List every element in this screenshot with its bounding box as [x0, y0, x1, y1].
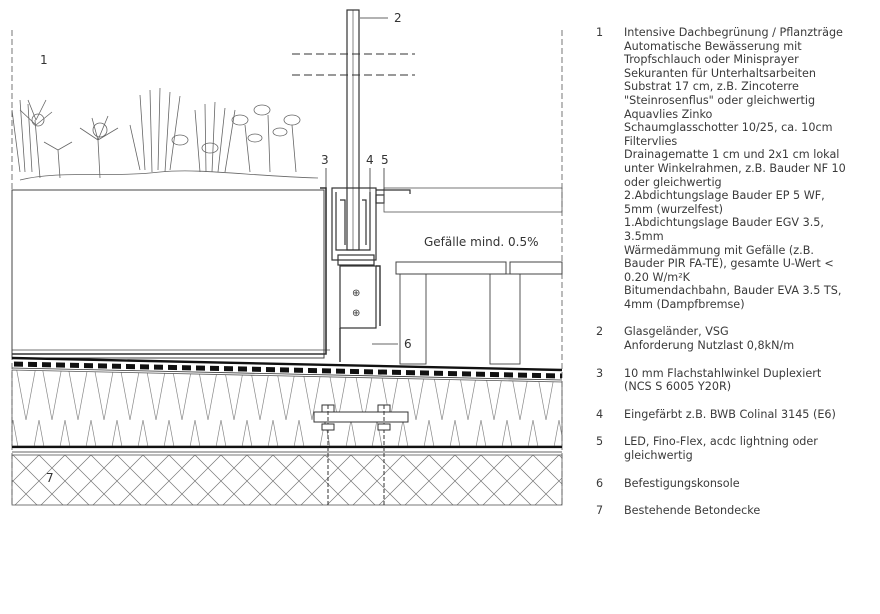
steel-angle: [12, 187, 327, 355]
legend-line: LED, Fino-Flex, acdc lightning oder: [624, 435, 818, 449]
paving-slab: [509, 261, 563, 275]
legend-line: 2.Abdichtungslage Bauder EP 5 WF,: [624, 189, 825, 203]
legend-item: 3 10 mm Flachstahlwinkel Duplexiert(NCS S…: [596, 367, 876, 394]
concrete-slab: [11, 454, 563, 506]
legend-item: 7 Bestehende Betondecke: [596, 504, 876, 518]
legend-line: gleichwertig: [624, 449, 693, 463]
plant-trough: [11, 189, 325, 359]
legend-line: 0.20 W/m²K: [624, 270, 691, 284]
legend-text: 10 mm Flachstahlwinkel Duplexiert(NCS S …: [624, 367, 876, 394]
anchor-bolts: [313, 404, 409, 505]
legend-gap: [596, 421, 876, 435]
legend-line: 4mm (Dampfbremse): [624, 297, 745, 311]
legend-text: Bestehende Betondecke: [624, 504, 876, 518]
callout-6: 6: [404, 337, 412, 351]
legend-number: 5: [596, 435, 604, 449]
callout-3: 3: [321, 153, 329, 167]
pedestal: [399, 273, 427, 365]
membrane-layer: [11, 356, 563, 372]
legend-line: Anforderung Nutzlast 0,8kN/m: [624, 339, 795, 353]
legend-gap: [596, 463, 876, 477]
legend-number: 7: [596, 504, 604, 518]
legend-gap: [596, 394, 876, 408]
legend-line: Automatische Bewässerung mit: [624, 39, 802, 53]
leader-lines: [325, 17, 398, 345]
legend-line: Intensive Dachbegrünung / Pflanzträge: [624, 26, 843, 39]
legend-line: oder gleichwertig: [624, 175, 722, 189]
legend-line: 10 mm Flachstahlwinkel Duplexiert: [624, 366, 822, 380]
legend-line: Tropfschlauch oder Minisprayer: [624, 53, 799, 67]
legend-number: 4: [596, 407, 604, 421]
callout-4: 4: [366, 153, 374, 167]
callout-1: 1: [40, 53, 48, 67]
legend-line: Bauder PIR FA-TE), gesamte U-Wert <: [624, 257, 834, 271]
legend-line: 1.Abdichtungslage Bauder EGV 3.5,: [624, 216, 824, 230]
legend-line: Befestigungskonsole: [624, 476, 740, 490]
legend-item: 6 Befestigungskonsole: [596, 477, 876, 491]
legend-gap: [596, 311, 876, 325]
membrane-layer: [11, 361, 563, 379]
legend-line: Substrat 17 cm, z.B. Zincoterre: [624, 80, 799, 94]
svg-text:⊕: ⊕: [352, 288, 360, 299]
paving-slab: [395, 261, 507, 275]
legend-line: Sekuranten für Unterhaltsarbeiten: [624, 66, 816, 80]
insulation-layer: [11, 369, 563, 447]
legend-gap: [596, 490, 876, 504]
legend-number: 2: [596, 325, 604, 339]
legend-line: Eingefärbt z.B. BWB Colinal 3145 (E6): [624, 407, 836, 421]
legend-number: 3: [596, 366, 604, 380]
support-bracket: [339, 265, 381, 362]
legend-gap: [596, 353, 876, 367]
legend-text: Eingefärbt z.B. BWB Colinal 3145 (E6): [624, 408, 876, 422]
legend-line: Filtervlies: [624, 134, 678, 148]
pedestal: [489, 273, 521, 365]
legend-line: "Steinrosenflus" oder gleichwertig: [624, 93, 816, 107]
legend-line: 5mm (wurzelfest): [624, 202, 723, 216]
legend-line: Drainagematte 1 cm und 2x1 cm lokal: [624, 148, 840, 162]
slope-label: Gefälle mind. 0.5%: [424, 235, 539, 249]
clamp-profile: ⊕ ⊕: [331, 187, 411, 329]
legend-line: Bestehende Betondecke: [624, 504, 761, 518]
legend-line: 3.5mm: [624, 229, 664, 243]
callout-5: 5: [381, 153, 389, 167]
vegetation: [11, 87, 319, 181]
legend-line: unter Winkelrahmen, z.B. Bauder NF 10: [624, 161, 846, 175]
legend-line: Bitumendachbahn, Bauder EVA 3.5 TS,: [624, 284, 842, 298]
legend-line: (NCS S 6005 Y20R): [624, 380, 732, 394]
legend-text: Befestigungskonsole: [624, 477, 876, 491]
legend-line: Wärmedämmung mit Gefälle (z.B.: [624, 243, 814, 257]
legend-line: Glasgeländer, VSG: [624, 325, 729, 339]
section-detail-drawing: ⊕ ⊕ Gefälle mind. 0.5% 1 2: [11, 9, 563, 506]
legend-line: Aquavlies Zinko: [624, 107, 713, 121]
legend-number: 6: [596, 476, 604, 490]
legend-number: 1: [596, 26, 604, 39]
svg-text:⊕: ⊕: [352, 308, 360, 319]
paving-surface: [383, 187, 563, 213]
legend-line: Schaumglasschotter 10/25, ca. 10cm: [624, 121, 833, 135]
callout-7: 7: [46, 471, 54, 485]
legend-item: 4 Eingefärbt z.B. BWB Colinal 3145 (E6): [596, 408, 876, 422]
callout-2: 2: [394, 11, 402, 25]
